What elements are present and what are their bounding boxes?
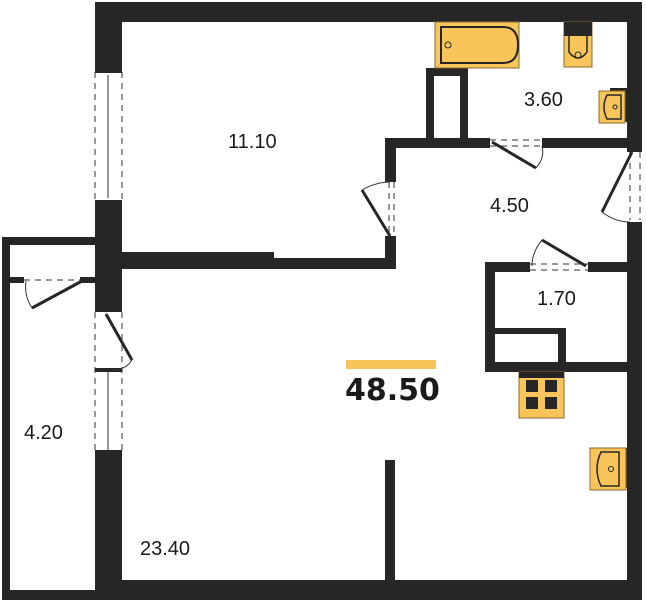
bathtub-icon	[434, 21, 520, 69]
windows	[24, 72, 641, 450]
room-area-storage: 1.70	[537, 288, 576, 310]
total-area-accent-bar	[346, 360, 436, 369]
kitchen-sink-icon	[589, 447, 627, 491]
total-area: 48.50	[345, 373, 440, 408]
room-area-balcony: 4.20	[24, 422, 63, 444]
stove-icon	[518, 371, 565, 419]
bathroom-sink-icon	[598, 90, 626, 124]
room-area-hallway: 4.50	[490, 195, 529, 217]
room-area-bathroom: 3.60	[524, 89, 563, 111]
toilet-icon	[563, 21, 593, 68]
window-jambs	[95, 69, 122, 454]
door-swings	[25, 145, 631, 371]
room-area-living-kitchen: 23.40	[140, 538, 191, 560]
room-area-bedroom: 11.10	[228, 131, 277, 153]
doors	[31, 140, 634, 361]
